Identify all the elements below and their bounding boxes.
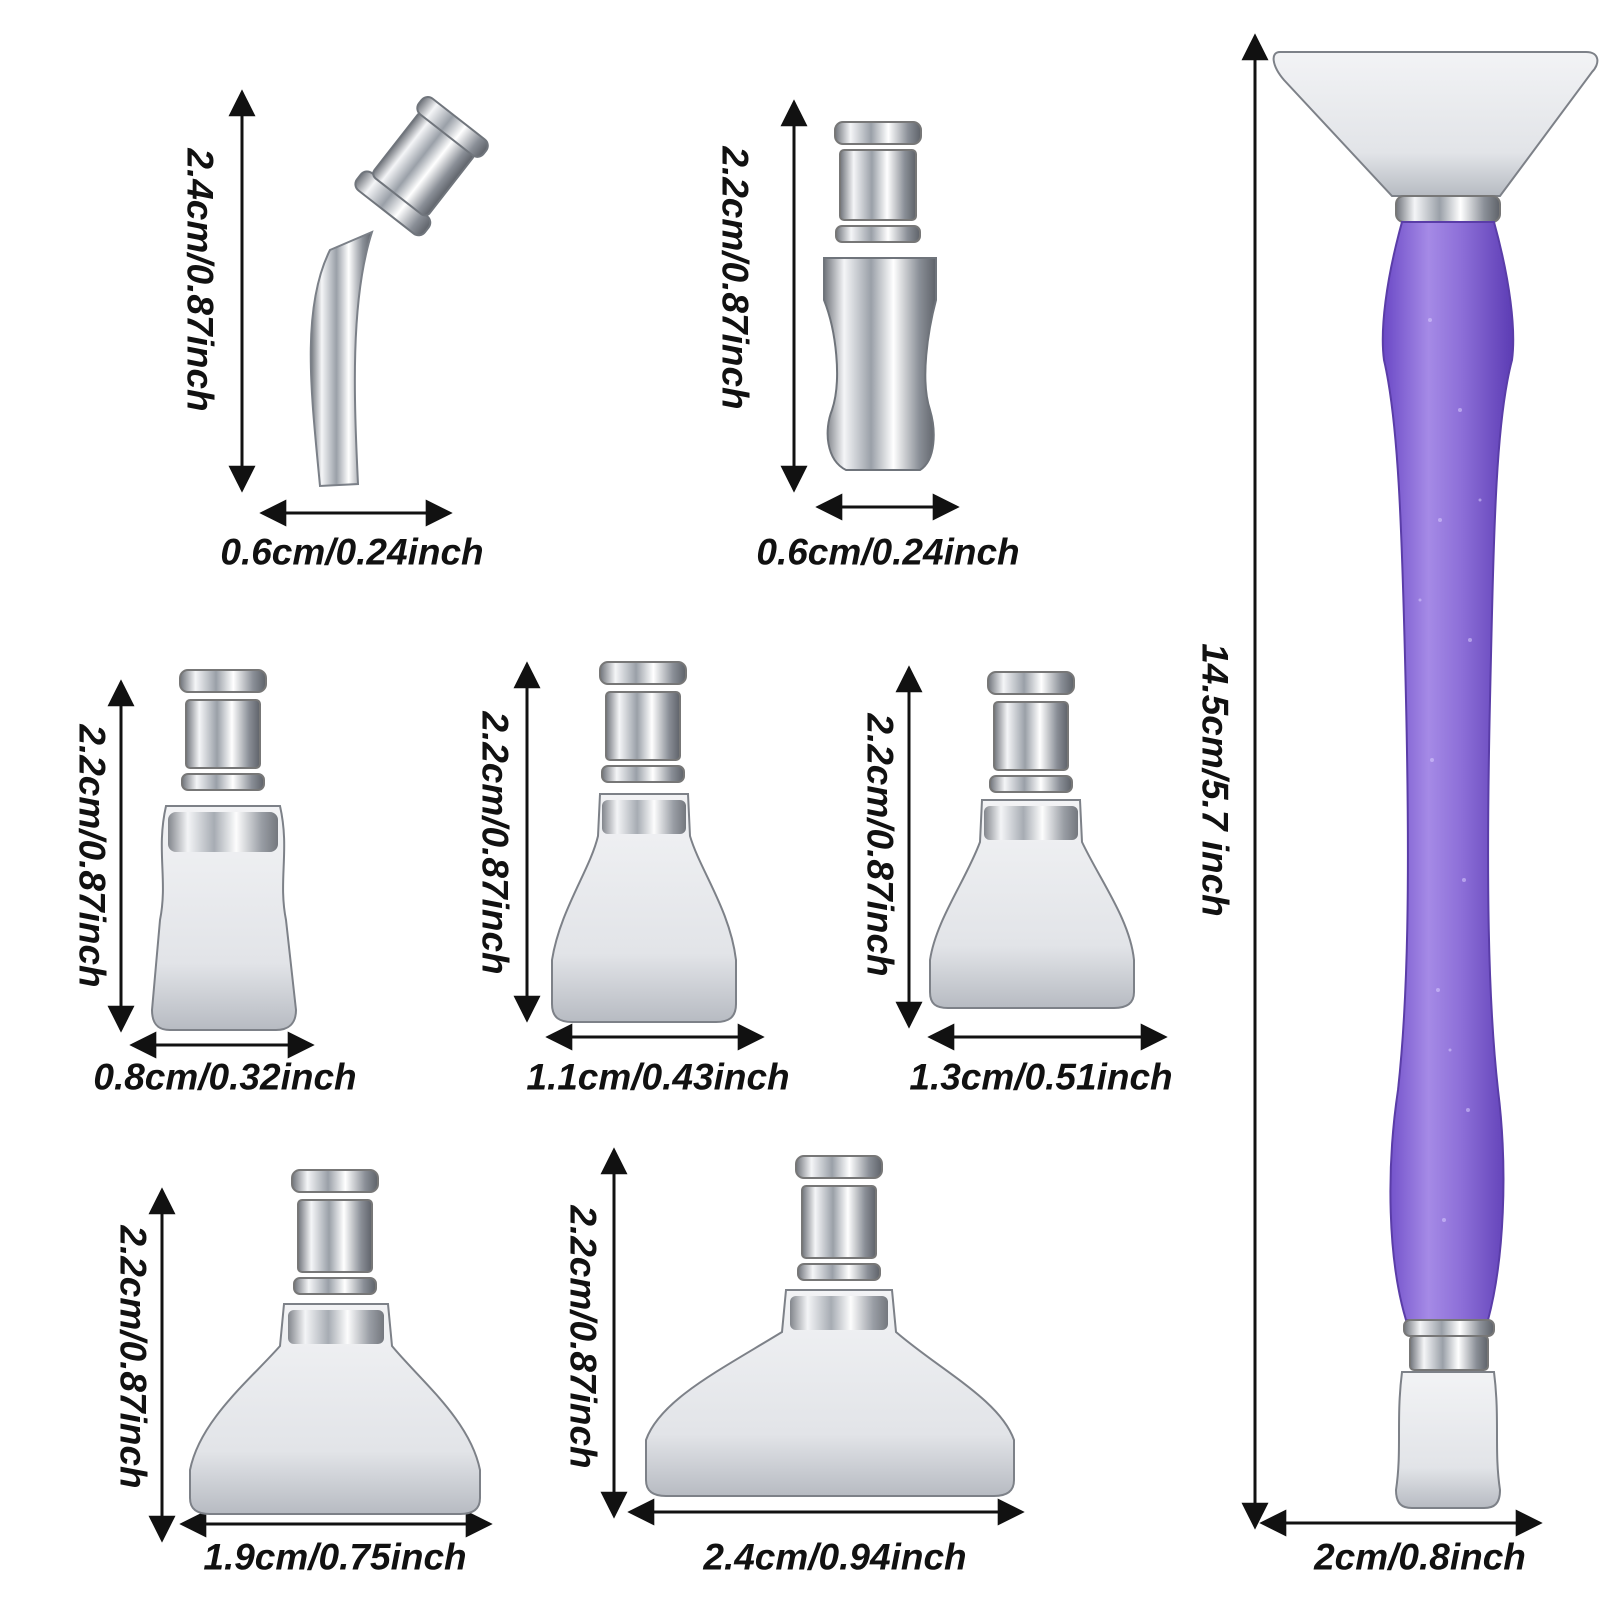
angled-tip-image xyxy=(309,96,489,488)
angled-tip-height-label: 2.4cm/0.87inch xyxy=(179,148,221,412)
tip-08-height-label: 2.2cm/0.87inch xyxy=(71,724,113,988)
tip-13-width-label: 1.3cm/0.51inch xyxy=(909,1056,1173,1098)
narrow-tip-image xyxy=(823,121,937,471)
angled-tip-width-label: 0.6cm/0.24inch xyxy=(220,531,484,573)
pen-image xyxy=(1272,51,1599,1509)
tip-11-image xyxy=(551,661,737,1023)
narrow-tip-height-label: 2.2cm/0.87inch xyxy=(714,146,756,410)
tip-11-height-label: 2.2cm/0.87inch xyxy=(474,711,516,975)
tip-08-width-label: 0.8cm/0.32inch xyxy=(93,1056,357,1098)
tip-19-height-label: 2.2cm/0.87inch xyxy=(112,1225,154,1489)
dimension-arrows xyxy=(107,33,1543,1543)
tip-13-height-label: 2.2cm/0.87inch xyxy=(859,713,901,977)
tip-19-image xyxy=(189,1169,481,1515)
tip-24-width-label: 2.4cm/0.94inch xyxy=(703,1536,967,1578)
tip-08-image xyxy=(150,669,298,1031)
tip-24-image xyxy=(645,1155,1015,1497)
tip-13-image xyxy=(929,671,1135,1009)
pen-width-label: 2cm/0.8inch xyxy=(1314,1536,1526,1578)
tip-24-height-label: 2.2cm/0.87inch xyxy=(562,1205,604,1469)
tip-11-width-label: 1.1cm/0.43inch xyxy=(526,1056,790,1098)
tip-19-width-label: 1.9cm/0.75inch xyxy=(203,1536,467,1578)
narrow-tip-width-label: 0.6cm/0.24inch xyxy=(756,531,1020,573)
pen-height-label: 14.5cm/5.7 inch xyxy=(1194,643,1236,917)
